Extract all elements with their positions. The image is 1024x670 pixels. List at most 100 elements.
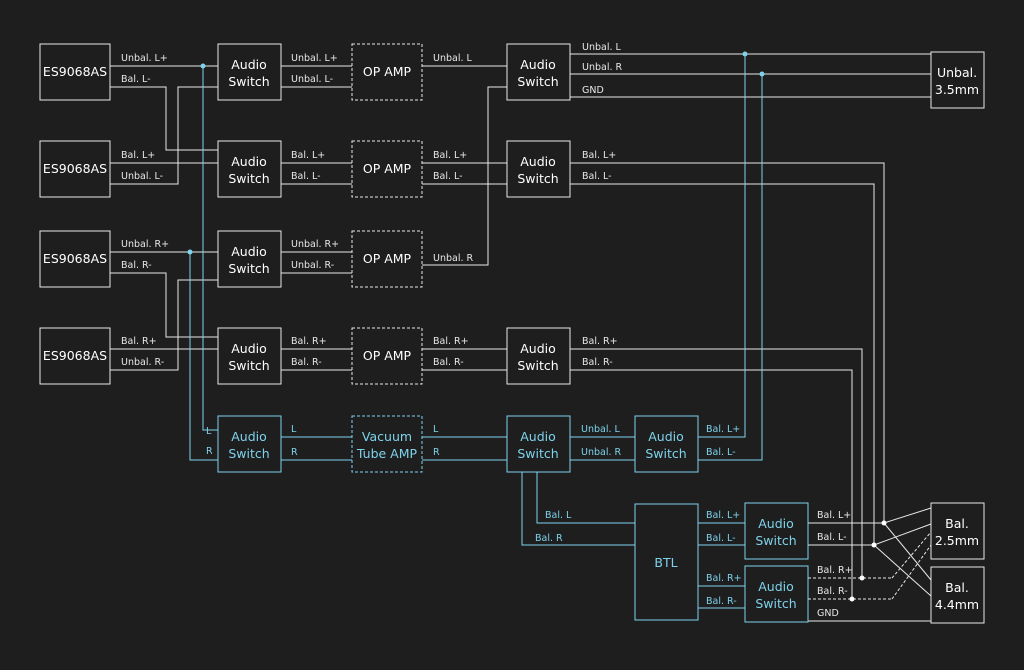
svg-text:L: L [433, 424, 439, 435]
tube-path-labels: L R L R L R Unbal. L Unbal. R Bal. L+ Ba… [206, 424, 742, 607]
svg-text:Unbal. R: Unbal. R [433, 253, 474, 264]
svg-text:Unbal. L: Unbal. L [581, 424, 621, 435]
svg-text:Bal. L-: Bal. L- [706, 533, 736, 544]
svg-text:Unbal. R+: Unbal. R+ [121, 239, 169, 250]
svg-text:Bal. R-: Bal. R- [817, 586, 848, 597]
svg-text:Bal. L+: Bal. L+ [706, 510, 740, 521]
audio-switch-out-4: Audio Switch [506, 327, 571, 385]
svg-text:Audio: Audio [231, 154, 267, 169]
svg-text:L: L [206, 426, 212, 437]
audio-switch-bal-r: Audio Switch [744, 565, 809, 623]
svg-text:Unbal. R+: Unbal. R+ [291, 239, 339, 250]
svg-text:GND: GND [817, 608, 839, 619]
svg-text:Bal. L-: Bal. L- [706, 447, 736, 458]
audio-switch-bal-l: Audio Switch [744, 502, 809, 560]
svg-text:Bal.: Bal. [945, 516, 969, 531]
svg-text:Audio: Audio [520, 429, 556, 444]
svg-text:L: L [291, 424, 297, 435]
dac-block-4: ES9068AS [39, 327, 111, 385]
svg-text:Bal. L: Bal. L [545, 510, 572, 521]
vacuum-tube-amp: Vacuum Tube AMP [351, 415, 423, 473]
svg-text:Switch: Switch [228, 74, 269, 89]
svg-text:ES9068AS: ES9068AS [43, 251, 107, 266]
svg-text:ES9068AS: ES9068AS [43, 64, 107, 79]
junction-dots [187, 51, 887, 602]
svg-text:Switch: Switch [517, 171, 558, 186]
audio-switch-4: Audio Switch [217, 327, 282, 385]
svg-text:2.5mm: 2.5mm [935, 533, 979, 548]
svg-text:Audio: Audio [231, 429, 267, 444]
svg-text:Switch: Switch [228, 171, 269, 186]
svg-text:Bal. R-: Bal. R- [706, 596, 737, 607]
svg-text:Unbal. R-: Unbal. R- [121, 357, 164, 368]
svg-text:Bal. L-: Bal. L- [291, 171, 321, 182]
svg-text:Unbal. R: Unbal. R [582, 62, 623, 73]
svg-text:R: R [291, 447, 298, 458]
svg-text:Unbal. R-: Unbal. R- [291, 260, 334, 271]
btl-block: BTL [634, 503, 699, 621]
svg-text:Vacuum: Vacuum [362, 429, 412, 444]
op-amp-4: OP AMP [351, 327, 423, 385]
bal-4-4mm-jack: Bal. 4.4mm [930, 566, 985, 624]
svg-text:4.4mm: 4.4mm [935, 597, 979, 612]
svg-text:Bal. L-: Bal. L- [817, 532, 847, 543]
svg-text:Audio: Audio [758, 516, 794, 531]
svg-text:Bal. R+: Bal. R+ [121, 336, 157, 347]
svg-text:Audio: Audio [520, 341, 556, 356]
audio-switch-tube-output: Audio Switch [506, 415, 571, 473]
svg-text:Audio: Audio [231, 244, 267, 259]
audio-switch-out-1: Audio Switch [506, 43, 571, 101]
svg-text:Unbal.: Unbal. [937, 65, 977, 80]
audio-switch-tube-unbal: Audio Switch [634, 415, 699, 473]
svg-text:Audio: Audio [648, 429, 684, 444]
svg-text:OP AMP: OP AMP [363, 251, 412, 266]
op-amp-1: OP AMP [351, 43, 423, 101]
svg-text:Bal. L+: Bal. L+ [291, 150, 325, 161]
dac-block-2: ES9068AS [39, 140, 111, 198]
svg-text:Audio: Audio [758, 579, 794, 594]
svg-text:Bal. R-: Bal. R- [433, 357, 464, 368]
svg-text:Switch: Switch [755, 533, 796, 548]
audio-switch-2: Audio Switch [217, 140, 282, 198]
svg-text:Unbal. L: Unbal. L [433, 53, 473, 64]
svg-text:R: R [433, 447, 440, 458]
svg-text:Switch: Switch [517, 74, 558, 89]
audio-switch-1: Audio Switch [217, 43, 282, 101]
svg-text:Unbal. L+: Unbal. L+ [121, 53, 168, 64]
svg-text:OP AMP: OP AMP [363, 161, 412, 176]
svg-text:Bal. L+: Bal. L+ [582, 150, 616, 161]
audio-switch-out-2: Audio Switch [506, 140, 571, 198]
svg-text:Switch: Switch [228, 261, 269, 276]
op-amp-2: OP AMP [351, 140, 423, 198]
svg-text:Unbal. L-: Unbal. L- [121, 171, 163, 182]
svg-text:Switch: Switch [645, 446, 686, 461]
svg-text:Audio: Audio [520, 154, 556, 169]
svg-text:Switch: Switch [228, 358, 269, 373]
svg-text:Switch: Switch [517, 358, 558, 373]
blue-wires [189, 54, 763, 609]
svg-text:3.5mm: 3.5mm [935, 82, 979, 97]
svg-text:ES9068AS: ES9068AS [43, 348, 107, 363]
audio-switch-3: Audio Switch [217, 230, 282, 288]
svg-text:Audio: Audio [231, 341, 267, 356]
svg-text:Bal. L+: Bal. L+ [706, 424, 740, 435]
audio-switch-tube-input: Audio Switch [217, 415, 282, 473]
svg-text:Bal. R+: Bal. R+ [706, 573, 742, 584]
svg-text:Bal. L+: Bal. L+ [817, 510, 851, 521]
svg-text:Unbal. L+: Unbal. L+ [291, 53, 338, 64]
svg-text:Bal.: Bal. [945, 580, 969, 595]
svg-text:R: R [206, 446, 213, 457]
svg-text:OP AMP: OP AMP [363, 64, 412, 79]
bal-2-5mm-jack: Bal. 2.5mm [930, 502, 985, 560]
unbal-3-5mm-jack: Unbal. 3.5mm [930, 51, 985, 109]
svg-text:Audio: Audio [231, 57, 267, 72]
svg-text:Bal. R+: Bal. R+ [582, 336, 618, 347]
svg-text:Audio: Audio [520, 57, 556, 72]
svg-text:Switch: Switch [228, 446, 269, 461]
svg-text:Bal. L-: Bal. L- [582, 171, 612, 182]
svg-text:Switch: Switch [517, 446, 558, 461]
svg-text:ES9068AS: ES9068AS [43, 161, 107, 176]
svg-text:Bal. L+: Bal. L+ [121, 150, 155, 161]
dac-block-3: ES9068AS [39, 230, 111, 288]
